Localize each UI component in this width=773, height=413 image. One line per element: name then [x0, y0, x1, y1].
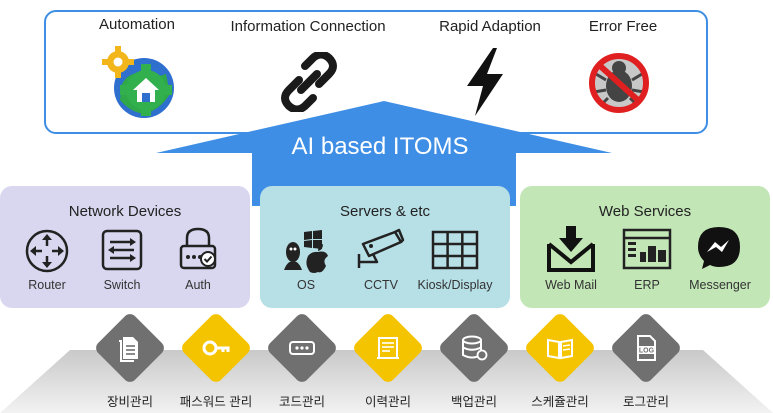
module-label: 장비관리: [106, 395, 153, 409]
messenger-icon: [698, 227, 740, 269]
switch-icon: [101, 229, 143, 271]
svg-text:LOG: LOG: [639, 348, 655, 355]
item-label-switch: Switch: [103, 278, 141, 292]
item-label-router: Router: [28, 278, 66, 292]
os-logos-icon: [284, 230, 328, 273]
item-label-kiosk-display: Kiosk/Display: [417, 278, 493, 292]
item-label-erp: ERP: [634, 278, 660, 292]
item-label-messenger: Messenger: [689, 278, 751, 292]
auth-lock-icon: [179, 227, 217, 270]
mail-inbox-icon: [547, 226, 595, 272]
benefit-label-information-connection: Information Connection: [230, 18, 386, 35]
module-label: 이력관리: [364, 395, 411, 409]
module-label: 스케쥴관리: [531, 395, 589, 409]
module-label: 백업관리: [450, 395, 497, 409]
benefit-label-error-free: Error Free: [588, 18, 658, 35]
item-label-cctv: CCTV: [363, 278, 399, 292]
module-label: 패스워드 관리: [179, 395, 253, 409]
erp-window-icon: [622, 228, 672, 270]
database-backup-icon: [459, 333, 489, 363]
panel-title: Network Devices: [68, 203, 182, 220]
book-schedule-icon: [545, 333, 575, 363]
gear-house-icon: [102, 46, 174, 118]
lightning-bolt-icon: [467, 48, 503, 116]
router-icon: [25, 229, 69, 273]
arrow-label: AI based ITOMS: [291, 133, 469, 160]
cctv-camera-icon: [357, 228, 405, 268]
panel-servers: Servers & etc: [260, 186, 510, 308]
chain-link-icon: [281, 52, 337, 112]
history-doc-icon: [373, 333, 403, 363]
item-label-web-mail: Web Mail: [545, 278, 597, 292]
benefit-label-automation: Automation: [99, 16, 175, 33]
item-label-auth: Auth: [185, 278, 211, 292]
display-grid-icon: [431, 230, 479, 270]
code-box-icon: [287, 333, 317, 363]
ai-arrow: [156, 101, 612, 206]
benefit-label-rapid-adaption: Rapid Adaption: [439, 18, 541, 35]
key-icon: [201, 333, 231, 363]
item-label-os: OS: [296, 278, 316, 292]
log-file-icon: LOG: [631, 333, 661, 363]
panel-title: Web Services: [598, 203, 692, 220]
document-icon: [115, 333, 145, 363]
module-label: 코드관리: [278, 395, 325, 409]
panel-title: Servers & etc: [339, 203, 431, 220]
no-bug-icon: [589, 53, 649, 113]
module-label: 로그관리: [622, 395, 669, 409]
